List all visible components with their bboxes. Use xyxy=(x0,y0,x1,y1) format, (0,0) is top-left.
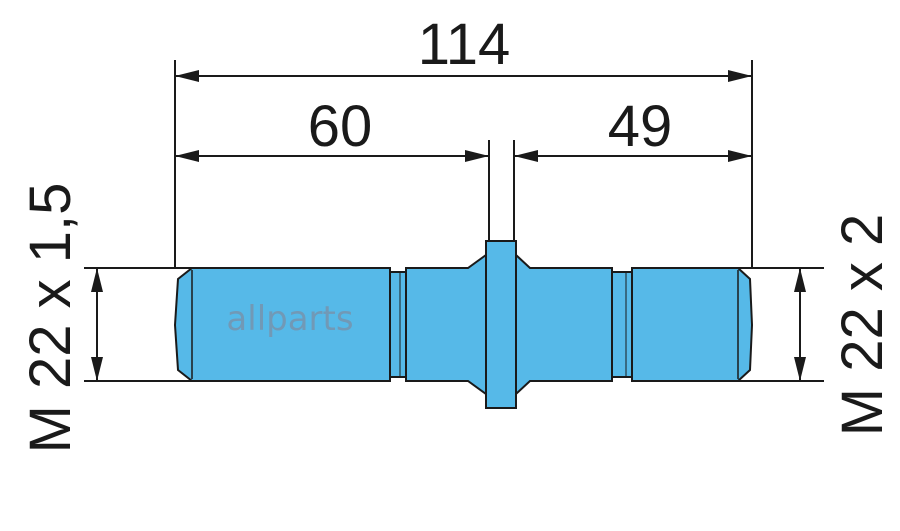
left-shank xyxy=(405,253,487,396)
right-thread-section xyxy=(631,267,754,382)
right-shank xyxy=(515,252,613,397)
dimension-lines xyxy=(91,70,806,381)
right-length-label: 49 xyxy=(608,94,673,159)
collar xyxy=(485,240,517,409)
overall-length-label: 114 xyxy=(418,12,510,77)
right-groove xyxy=(611,271,633,378)
left-thread-label: M 22 x 1,5 xyxy=(18,183,83,454)
watermark: allparts xyxy=(226,299,353,339)
right-thread-label: M 22 x 2 xyxy=(830,214,895,436)
left-groove xyxy=(389,271,407,378)
left-length-label: 60 xyxy=(308,94,373,159)
wheel-stud xyxy=(173,240,754,409)
extension-lines xyxy=(84,60,824,382)
